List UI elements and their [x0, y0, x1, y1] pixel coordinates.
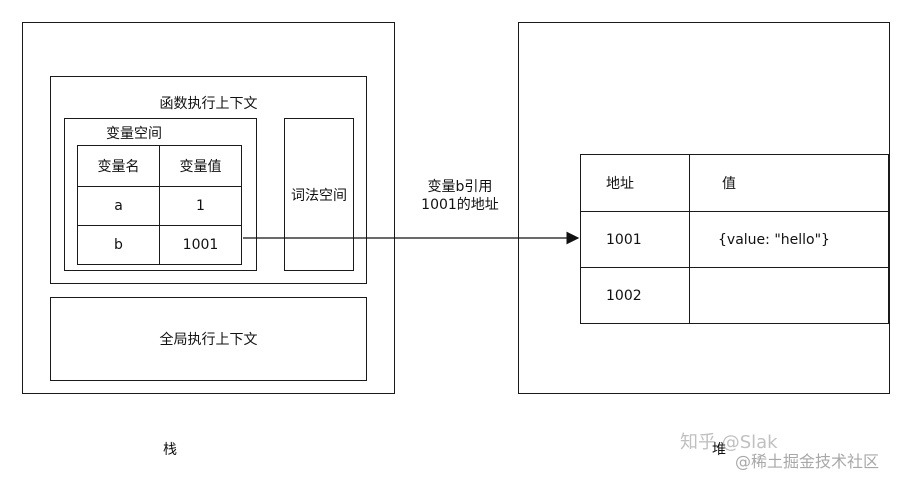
watermark-secondary: 知乎 @Slak	[680, 432, 778, 453]
heap-value-cell	[689, 267, 889, 324]
global-execution-context: 全局执行上下文	[50, 297, 367, 381]
lexical-space-label: 词法空间	[291, 187, 347, 204]
lexical-space: 词法空间	[284, 118, 354, 271]
heap-title: 堆	[712, 442, 726, 458]
heap-address-cell: 1002	[580, 267, 690, 324]
header-value: 值	[689, 154, 889, 212]
header-var-name: 变量名	[77, 145, 160, 187]
variable-table: 变量名 变量值 a 1 b 1001	[77, 145, 242, 265]
watermark-primary: @稀土掘金技术社区	[735, 452, 880, 471]
variable-table-header: 变量名 变量值	[77, 145, 242, 187]
var-value-cell: 1001	[159, 225, 242, 265]
var-name-cell: b	[77, 225, 160, 265]
heap-table: 地址 值 1001 {value: "hello"} 1002	[580, 154, 889, 324]
header-var-value: 变量值	[159, 145, 242, 187]
table-row: b 1001	[77, 225, 242, 265]
heap-value-cell: {value: "hello"}	[689, 211, 889, 268]
arrow-label-line1: 变量b引用	[427, 179, 493, 195]
variable-space-title: 变量空间	[106, 126, 162, 142]
global-context-label: 全局执行上下文	[159, 332, 258, 348]
table-row: 1001 {value: "hello"}	[580, 211, 889, 268]
table-row: a 1	[77, 186, 242, 226]
stack-title: 栈	[163, 442, 177, 458]
var-value-cell: 1	[159, 186, 242, 226]
function-context-title: 函数执行上下文	[159, 96, 258, 112]
table-row: 1002	[580, 267, 889, 324]
arrow-label-line2: 1001的地址	[421, 197, 499, 213]
heap-address-cell: 1001	[580, 211, 690, 268]
heap-table-header: 地址 值	[580, 154, 889, 212]
